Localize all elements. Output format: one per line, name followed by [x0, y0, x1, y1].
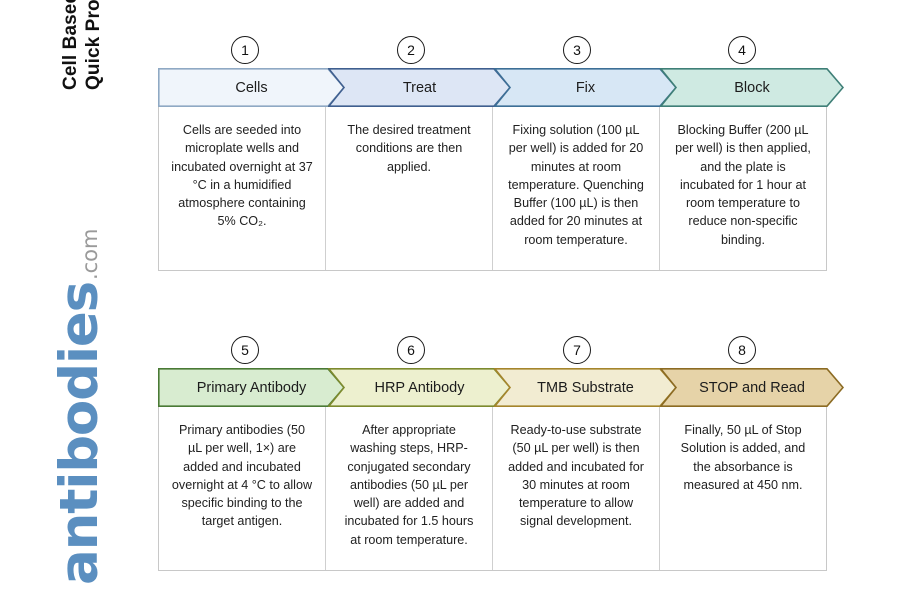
step-number-5: 5 — [231, 336, 259, 364]
step-number-3: 3 — [563, 36, 591, 64]
protocol-row-2: 5 6 7 8 Primary Antibody HRP Antibody — [158, 336, 844, 571]
chevron-strip-row-2: Primary Antibody HRP Antibody TMB Substr… — [158, 368, 844, 407]
step-body-cell-3: Fixing solution (100 µL per well) is add… — [493, 107, 660, 270]
page-title-line-2: Quick Protocol — [83, 0, 104, 90]
chevron-label-8: STOP and Read — [699, 379, 805, 396]
step-body-text-8: Finally, 50 µL of Stop Solution is added… — [680, 423, 806, 492]
step-number-8: 8 — [728, 336, 756, 364]
step-body-cell-2: The desired treatment conditions are the… — [326, 107, 493, 270]
step-number-strip-row-2: 5 6 7 8 — [158, 336, 827, 368]
chevron-step-8[interactable]: STOP and Read — [660, 368, 844, 407]
chevron-label-4: Block — [734, 79, 770, 96]
chevron-label-3: Fix — [575, 79, 596, 96]
step-body-cell-8: Finally, 50 µL of Stop Solution is added… — [660, 407, 826, 570]
chevron-shape-8 — [660, 368, 844, 407]
body-strip-row-2: Primary antibodies (50 µL per well, 1×) … — [158, 407, 827, 571]
chevron-step-4[interactable]: Block — [660, 68, 844, 107]
page-title-line-1: Cell Based ELISA Kits — [59, 0, 82, 90]
step-number-1: 1 — [231, 36, 259, 64]
step-body-cell-7: Ready-to-use substrate (50 µL per well) … — [493, 407, 660, 570]
brand-logo: antibodies .com — [49, 229, 119, 585]
chevron-step-1[interactable]: Cells — [158, 68, 345, 107]
chevron-step-7[interactable]: TMB Substrate — [494, 368, 677, 407]
step-body-text-5: Primary antibodies (50 µL per well, 1×) … — [171, 423, 313, 529]
step-number-6: 6 — [397, 336, 425, 364]
brand-logo-tld: .com — [78, 228, 102, 281]
chevron-step-3[interactable]: Fix — [494, 68, 677, 107]
chevron-label-6: HRP Antibody — [374, 379, 465, 396]
step-body-cell-6: After appropriate washing steps, HRP-con… — [326, 407, 493, 570]
chevron-label-1: Cells — [235, 79, 268, 96]
step-body-cell-4: Blocking Buffer (200 µL per well) is the… — [660, 107, 826, 270]
protocol-row-1: 1 2 3 4 Cells Treat — [158, 36, 844, 271]
brand-logo-word: antibodies — [49, 282, 110, 585]
step-number-4: 4 — [728, 36, 756, 64]
chevron-shape-4 — [660, 68, 844, 107]
step-body-text-7: Ready-to-use substrate (50 µL per well) … — [508, 423, 644, 529]
step-body-text-4: Blocking Buffer (200 µL per well) is the… — [675, 123, 811, 247]
chevron-step-6[interactable]: HRP Antibody — [328, 368, 511, 407]
chevron-step-5[interactable]: Primary Antibody — [158, 368, 345, 407]
step-body-cell-5: Primary antibodies (50 µL per well, 1×) … — [159, 407, 326, 570]
chevron-label-5: Primary Antibody — [196, 379, 307, 396]
page-title: Cell Based ELISA Kits Quick Protocol — [52, 0, 112, 90]
step-number-2: 2 — [397, 36, 425, 64]
step-body-text-3: Fixing solution (100 µL per well) is add… — [508, 123, 644, 247]
chevron-step-2[interactable]: Treat — [328, 68, 511, 107]
step-body-text-1: Cells are seeded into microplate wells a… — [171, 123, 313, 229]
chevron-strip-row-1: Cells Treat Fix Bloc — [158, 68, 844, 107]
step-number-7: 7 — [563, 336, 591, 364]
chevron-label-7: TMB Substrate — [537, 379, 634, 396]
body-strip-row-1: Cells are seeded into microplate wells a… — [158, 107, 827, 271]
step-body-cell-1: Cells are seeded into microplate wells a… — [159, 107, 326, 270]
chevron-label-2: Treat — [402, 79, 437, 96]
step-number-strip-row-1: 1 2 3 4 — [158, 36, 827, 68]
step-body-text-2: The desired treatment conditions are the… — [347, 123, 471, 174]
step-body-text-6: After appropriate washing steps, HRP-con… — [344, 423, 474, 547]
